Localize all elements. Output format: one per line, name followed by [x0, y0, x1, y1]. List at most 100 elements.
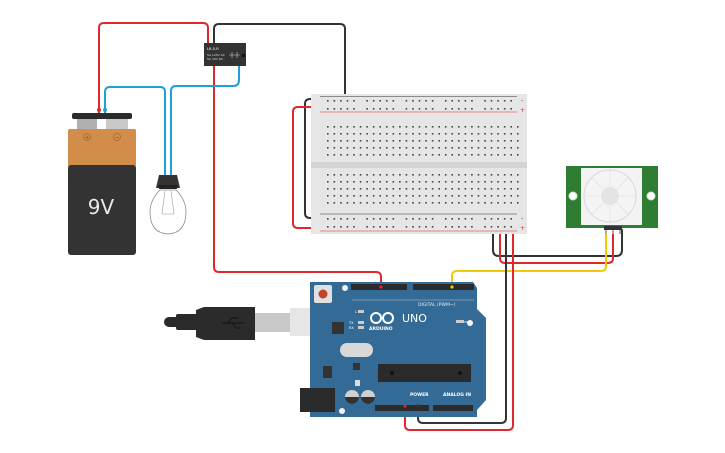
breadboard-hole[interactable] [385, 140, 388, 142]
breadboard-hole[interactable] [399, 188, 401, 190]
digital-header-left[interactable] [351, 284, 407, 290]
breadboard-hole[interactable] [372, 188, 375, 190]
wire-relay-arduino-13[interactable] [213, 65, 382, 287]
breadboard-hole[interactable] [340, 181, 342, 183]
breadboard-hole[interactable] [418, 100, 421, 102]
breadboard-hole[interactable] [412, 195, 414, 197]
breadboard-hole[interactable] [327, 108, 329, 110]
breadboard-hole[interactable] [471, 195, 473, 197]
breadboard-hole[interactable] [464, 188, 467, 190]
breadboard-hole[interactable] [340, 188, 342, 190]
breadboard-hole[interactable] [438, 174, 440, 176]
breadboard-hole[interactable] [346, 154, 349, 156]
breadboard-hole[interactable] [510, 218, 512, 220]
breadboard-hole[interactable] [451, 188, 454, 190]
breadboard-hole[interactable] [340, 154, 342, 156]
breadboard-hole[interactable] [340, 140, 342, 142]
analog-header[interactable] [433, 405, 473, 411]
breadboard-hole[interactable] [405, 202, 408, 204]
breadboard-hole[interactable] [372, 154, 375, 156]
breadboard-hole[interactable] [372, 100, 375, 102]
breadboard-hole[interactable] [366, 202, 368, 204]
breadboard-hole[interactable] [340, 226, 342, 228]
breadboard-hole[interactable] [412, 126, 414, 128]
breadboard-hole[interactable] [497, 226, 499, 228]
wire-rail-minus-jumper[interactable] [304, 98, 322, 219]
breadboard-hole[interactable] [484, 226, 486, 228]
breadboard-hole[interactable] [451, 140, 454, 142]
breadboard-hole[interactable] [431, 147, 434, 149]
breadboard-hole[interactable] [385, 195, 388, 197]
breadboard-hole[interactable] [477, 140, 480, 142]
breadboard-hole[interactable] [399, 202, 401, 204]
breadboard-hole[interactable] [359, 195, 362, 197]
breadboard-hole[interactable] [516, 147, 519, 149]
breadboard-hole[interactable] [451, 108, 454, 110]
breadboard-hole[interactable] [464, 202, 467, 204]
breadboard-hole[interactable] [405, 174, 408, 176]
breadboard-hole[interactable] [327, 188, 329, 190]
breadboard-hole[interactable] [353, 126, 355, 128]
breadboard-hole[interactable] [379, 218, 381, 220]
breadboard-hole[interactable] [451, 133, 454, 135]
breadboard-hole[interactable] [399, 133, 401, 135]
breadboard-hole[interactable] [346, 226, 349, 228]
breadboard-hole[interactable] [392, 126, 395, 128]
breadboard-hole[interactable] [471, 188, 473, 190]
breadboard-hole[interactable] [477, 147, 480, 149]
breadboard-hole[interactable] [379, 226, 381, 228]
breadboard-hole[interactable] [333, 147, 336, 149]
breadboard-hole[interactable] [438, 154, 440, 156]
breadboard-hole[interactable] [484, 100, 486, 102]
breadboard-hole[interactable] [497, 218, 499, 220]
breadboard-hole[interactable] [366, 181, 368, 183]
breadboard-hole[interactable] [366, 140, 368, 142]
breadboard-hole[interactable] [438, 181, 440, 183]
breadboard-hole[interactable] [346, 147, 349, 149]
breadboard-hole[interactable] [346, 174, 349, 176]
breadboard-hole[interactable] [444, 181, 447, 183]
breadboard-hole[interactable] [372, 202, 375, 204]
breadboard-hole[interactable] [412, 174, 414, 176]
breadboard-hole[interactable] [490, 188, 493, 190]
breadboard-hole[interactable] [385, 188, 388, 190]
breadboard-hole[interactable] [372, 195, 375, 197]
breadboard-hole[interactable] [503, 147, 506, 149]
breadboard-hole[interactable] [333, 195, 336, 197]
breadboard-hole[interactable] [490, 108, 493, 110]
breadboard-hole[interactable] [510, 140, 512, 142]
breadboard-hole[interactable] [340, 174, 342, 176]
breadboard-hole[interactable] [385, 202, 388, 204]
breadboard-hole[interactable] [412, 181, 414, 183]
breadboard-hole[interactable] [340, 202, 342, 204]
breadboard-hole[interactable] [418, 154, 421, 156]
breadboard-hole[interactable] [497, 126, 499, 128]
breadboard-hole[interactable] [477, 174, 480, 176]
breadboard-hole[interactable] [346, 181, 349, 183]
breadboard-hole[interactable] [379, 195, 381, 197]
breadboard-hole[interactable] [471, 147, 473, 149]
breadboard-hole[interactable] [477, 133, 480, 135]
breadboard-hole[interactable] [516, 154, 519, 156]
breadboard-hole[interactable] [379, 147, 381, 149]
breadboard-hole[interactable] [431, 126, 434, 128]
breadboard-hole[interactable] [412, 188, 414, 190]
breadboard-hole[interactable] [366, 154, 368, 156]
breadboard-hole[interactable] [464, 226, 467, 228]
breadboard-hole[interactable] [451, 181, 454, 183]
breadboard-hole[interactable] [516, 140, 519, 142]
breadboard-hole[interactable] [431, 181, 434, 183]
breadboard-hole[interactable] [392, 174, 395, 176]
breadboard-hole[interactable] [379, 140, 381, 142]
breadboard-hole[interactable] [425, 154, 427, 156]
breadboard-hole[interactable] [510, 126, 512, 128]
breadboard-hole[interactable] [425, 140, 427, 142]
breadboard-hole[interactable] [405, 188, 408, 190]
breadboard-hole[interactable] [327, 174, 329, 176]
breadboard-hole[interactable] [346, 140, 349, 142]
breadboard-hole[interactable] [425, 218, 427, 220]
breadboard-hole[interactable] [418, 147, 421, 149]
breadboard-hole[interactable] [327, 154, 329, 156]
breadboard-hole[interactable] [431, 188, 434, 190]
breadboard-hole[interactable] [510, 188, 512, 190]
